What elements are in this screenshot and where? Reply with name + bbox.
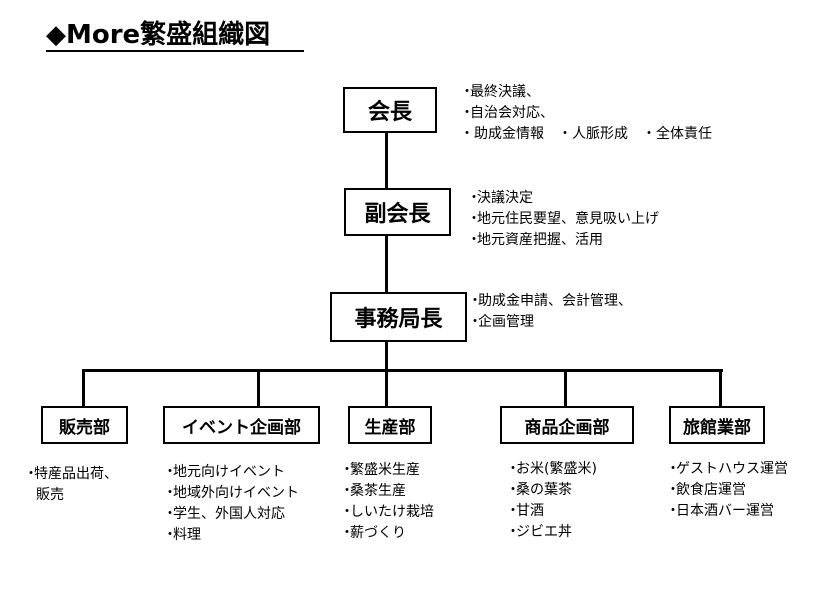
secretary-general-box: 事務局長 [330,292,467,342]
vice-chairman-duty-item: 決議決定 [469,188,659,209]
connector-vice-secretary [385,235,388,292]
event-planning-duty-item: 地域外向けイベント [165,483,299,504]
connector-dept-production [385,370,388,406]
chairman-duty-item: 最終決議、 [462,82,712,103]
sales-duties: 特産品出荷、 販売 [26,464,118,506]
inn-duty-item: ゲストハウス運営 [668,459,788,480]
connector-secretary-bus [385,341,388,371]
sales-duty-continuation: 販売 [36,487,64,503]
connector-dept-sales [82,370,85,406]
secretary-general-duty-item: 助成金申請、会計管理、 [470,291,632,312]
vice-chairman-duty-item: 地元資産把握、活用 [469,230,659,251]
connector-dept-inn [719,370,722,406]
secretary-general-label: 事務局長 [354,307,443,332]
production-duties: 繁盛米生産 桑茶生産 しいたけ栽培 薪づくり [342,460,434,544]
vice-chairman-box: 副会長 [344,188,451,236]
department-bus-line [82,369,723,372]
chairman-duty-line: ・助成金情報 ・人脈形成 ・全体責任 [460,126,712,142]
event-planning-duty-item: 地元向けイベント [165,462,299,483]
product-planning-duty-item: ジビエ丼 [508,522,597,543]
product-planning-duty-item: 桑の葉茶 [508,480,597,501]
department-box-inn: 旅館業部 [669,406,765,444]
chairman-duty-item: 自治会対応、 [462,103,712,124]
inn-duty-item: 飲食店運営 [668,480,788,501]
event-planning-duty-item: 料理 [165,525,299,546]
production-duty-item: 薪づくり [342,523,434,544]
event-planning-duty-item: 学生、外国人対応 [165,504,299,525]
product-planning-duty-item: 甘酒 [508,501,597,522]
product-planning-duty-item: お米(繁盛米) [508,459,597,480]
department-label: 生産部 [364,417,416,438]
inn-duties: ゲストハウス運営 飲食店運営 日本酒バー運営 [668,459,788,522]
department-box-product-planning: 商品企画部 [500,406,634,444]
production-duty-item: 繁盛米生産 [342,460,434,481]
connector-dept-product-planning [564,370,567,406]
chairman-duties: 最終決議、 自治会対応、 ・助成金情報 ・人脈形成 ・全体責任 [460,82,712,145]
connector-dept-event [257,370,260,406]
department-box-sales: 販売部 [41,406,128,444]
vice-chairman-label: 副会長 [364,202,431,227]
product-planning-duties: お米(繁盛米) 桑の葉茶 甘酒 ジビエ丼 [508,459,597,543]
title-underline [46,50,304,52]
department-box-event-planning: イベント企画部 [163,406,320,444]
department-label: イベント企画部 [182,417,301,438]
vice-chairman-duty-item: 地元住民要望、意見吸い上げ [469,209,659,230]
vice-chairman-duties: 決議決定 地元住民要望、意見吸い上げ 地元資産把握、活用 [469,188,659,251]
sales-duty-item: 特産品出荷、 [26,464,118,485]
production-duty-item: しいたけ栽培 [342,502,434,523]
department-box-production: 生産部 [348,406,432,444]
chairman-label: 会長 [367,100,412,125]
secretary-general-duty-item: 企画管理 [470,312,632,333]
production-duty-item: 桑茶生産 [342,481,434,502]
department-label: 旅館業部 [683,417,751,438]
department-label: 販売部 [59,417,110,438]
connector-chairman-vice [385,131,388,190]
inn-duty-item: 日本酒バー運営 [668,501,788,522]
department-label: 商品企画部 [524,417,610,438]
page-title: ◆More繁盛組織図 [46,20,271,50]
secretary-general-duties: 助成金申請、会計管理、 企画管理 [470,291,632,333]
chairman-box: 会長 [343,87,437,133]
event-planning-duties: 地元向けイベント 地域外向けイベント 学生、外国人対応 料理 [165,462,299,546]
